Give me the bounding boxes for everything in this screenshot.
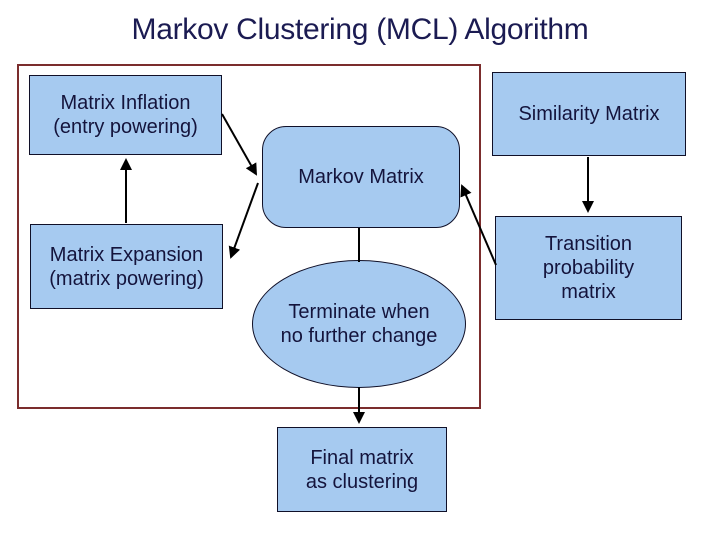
node-transition-probability-matrix: Transition probability matrix [495,216,682,320]
node-terminate-condition: Terminate when no further change [252,260,466,388]
node-label: Final matrix as clustering [305,446,419,493]
node-similarity-matrix: Similarity Matrix [492,72,686,156]
node-matrix-expansion: Matrix Expansion (matrix powering) [30,224,223,309]
node-matrix-inflation: Matrix Inflation (entry powering) [29,75,222,155]
node-final-matrix: Final matrix as clustering [277,427,447,512]
node-label: Markov Matrix [298,166,424,188]
node-label: Terminate when no further change [280,301,438,347]
node-label: Matrix Inflation (entry powering) [53,92,198,138]
node-label: Transition probability matrix [542,233,635,303]
slide-title: Markov Clustering (MCL) Algorithm [131,13,589,46]
node-label: Similarity Matrix [518,103,660,125]
node-markov-matrix: Markov Matrix [262,126,460,228]
node-label: Matrix Expansion (matrix powering) [49,243,204,290]
